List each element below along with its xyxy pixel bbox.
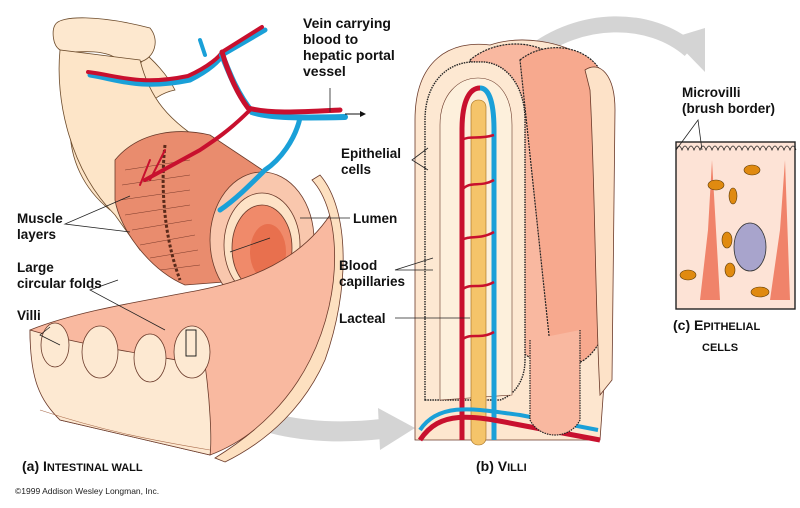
label-microvilli: Microvilli (brush border) xyxy=(682,85,775,116)
leader-lines xyxy=(39,88,703,346)
caption-c: (c) Epithelial xyxy=(673,317,761,333)
copyright-notice: ©1999 Addison Wesley Longman, Inc. xyxy=(15,486,160,496)
zoom-arrow-a-to-b-head xyxy=(378,408,415,450)
villi-block xyxy=(414,39,616,446)
label-vein: Vein carrying blood to hepatic portal ve… xyxy=(303,15,395,79)
label-lacteal: Lacteal xyxy=(339,311,386,326)
nucleus xyxy=(733,222,767,272)
label-lumen: Lumen xyxy=(353,211,398,226)
villus-selection-box xyxy=(185,329,197,357)
label-large-circular-folds: Large circular folds xyxy=(17,260,102,291)
caption-c-line2: cells xyxy=(702,342,739,354)
label-epithelial-cells: Epithelial cells xyxy=(341,146,402,177)
intestinal-tube xyxy=(29,17,344,463)
zoom-arrow-b-to-c-head xyxy=(672,28,705,72)
caption-a: (a) Intestinal wall xyxy=(22,458,143,474)
label-blood-capillaries: Blood capillaries xyxy=(339,258,406,289)
caption-b: (b) Villi xyxy=(476,458,527,474)
blood-vessels-a xyxy=(86,25,348,213)
label-villi: Villi xyxy=(17,308,41,323)
lacteal xyxy=(470,99,487,446)
label-muscle-layers: Muscle layers xyxy=(17,211,63,242)
mitochondria xyxy=(679,164,770,298)
epithelial-cell-panel xyxy=(675,141,797,310)
